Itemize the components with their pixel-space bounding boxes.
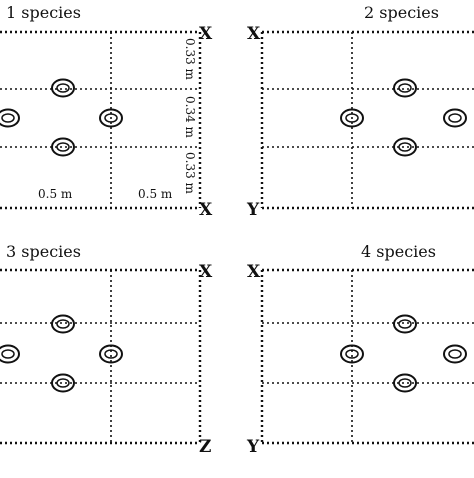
panel-1-outer-grid bbox=[0, 30, 202, 210]
plant-marker bbox=[0, 344, 20, 364]
panel-1-corner-bottom: X bbox=[199, 200, 213, 220]
plant-marker bbox=[393, 137, 417, 157]
panel-1: 1 species X X 0.33 m 0.34 m 0.33 m 0.5 m… bbox=[0, 3, 213, 220]
plant-marker bbox=[51, 314, 75, 334]
panel-4-plants bbox=[340, 314, 467, 393]
plant-marker bbox=[99, 344, 123, 364]
panel-3-plants bbox=[0, 314, 123, 393]
dim-row-bottom: 0.33 m bbox=[183, 152, 197, 195]
plant-marker bbox=[393, 373, 417, 393]
panel-3-inner-grid bbox=[0, 270, 200, 443]
plant-marker bbox=[443, 108, 467, 128]
panel-2-outer-grid bbox=[260, 30, 474, 210]
plant-marker bbox=[393, 78, 417, 98]
panel-4-corner-top: X bbox=[247, 262, 261, 282]
panel-1-corner-top: X bbox=[199, 24, 213, 44]
panel-4-title: 4 species bbox=[361, 242, 436, 261]
dim-row-mid: 0.34 m bbox=[183, 96, 197, 139]
panel-4-corner-bottom: Y bbox=[246, 437, 260, 457]
panel-3-title: 3 species bbox=[6, 242, 81, 261]
panel-3-corner-top: X bbox=[199, 262, 213, 282]
panel-2-title: 2 species bbox=[364, 3, 439, 22]
panel-2: 2 species X Y bbox=[246, 3, 474, 220]
panel-1-title: 1 species bbox=[6, 3, 81, 22]
plant-marker bbox=[51, 137, 75, 157]
panel-2-corner-top: X bbox=[247, 24, 261, 44]
dim-col-a: 0.5 m bbox=[38, 187, 73, 201]
panel-2-plants bbox=[340, 78, 467, 157]
panel-3: 3 species X Z bbox=[0, 242, 213, 457]
plant-marker bbox=[99, 108, 123, 128]
plant-marker bbox=[0, 108, 20, 128]
panel-1-plants bbox=[0, 78, 123, 157]
plant-marker bbox=[393, 314, 417, 334]
plant-marker bbox=[340, 108, 364, 128]
dim-col-b: 0.5 m bbox=[138, 187, 173, 201]
panel-3-corner-bottom: Z bbox=[199, 437, 211, 457]
plant-marker bbox=[443, 344, 467, 364]
plant-marker bbox=[51, 373, 75, 393]
panel-4: 4 species X Y bbox=[246, 242, 474, 457]
dim-row-top: 0.33 m bbox=[183, 38, 197, 81]
plant-marker bbox=[340, 344, 364, 364]
panel-2-corner-bottom: Y bbox=[246, 200, 260, 220]
plant-marker bbox=[51, 78, 75, 98]
panel-1-inner-grid bbox=[0, 32, 200, 208]
panel-2-inner-grid bbox=[262, 32, 474, 208]
panel-3-outer-grid bbox=[0, 268, 202, 445]
panel-4-inner-grid bbox=[262, 270, 474, 443]
panel-4-outer-grid bbox=[260, 268, 474, 445]
